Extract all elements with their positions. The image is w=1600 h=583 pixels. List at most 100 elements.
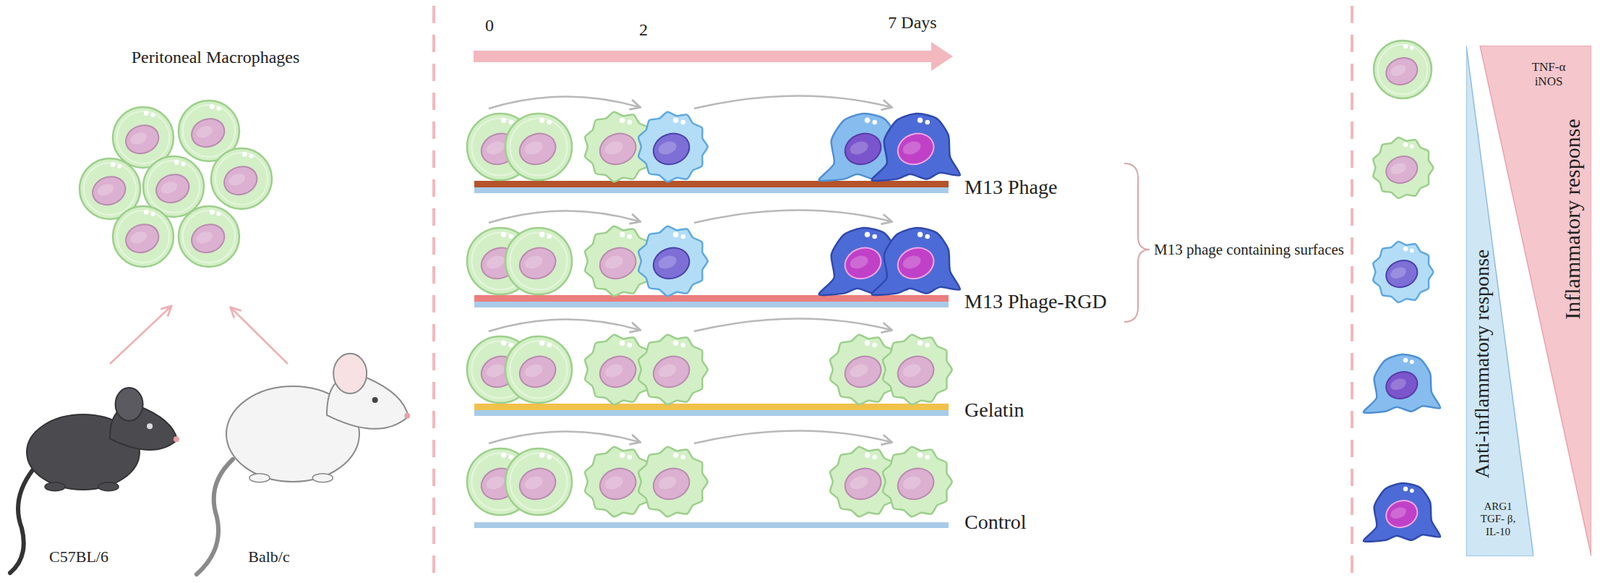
row-label: M13 Phage bbox=[964, 175, 1058, 199]
cell-granule bbox=[681, 342, 686, 348]
cell-body bbox=[1372, 241, 1433, 303]
cell-nucleus bbox=[1382, 367, 1422, 403]
mouse-foot bbox=[249, 473, 270, 483]
cell-granule bbox=[174, 159, 180, 165]
cell-body bbox=[871, 113, 961, 181]
cell-granule bbox=[508, 454, 514, 460]
cell-body bbox=[505, 227, 572, 295]
cell-granule bbox=[242, 151, 248, 157]
cell-granule bbox=[619, 452, 625, 458]
macrophage-cell bbox=[211, 148, 272, 209]
cell-granule bbox=[539, 117, 545, 123]
cell-nucleus-shine bbox=[194, 123, 215, 140]
cell-granule bbox=[627, 120, 632, 125]
cell-granule bbox=[181, 161, 186, 167]
cell-rim bbox=[117, 210, 170, 263]
cell-granule bbox=[209, 104, 215, 110]
axis-label: Anti-inflammatory response bbox=[1472, 249, 1493, 478]
cell-nucleus-shine bbox=[522, 253, 545, 271]
marker-text: ARG1 TGF- β, IL-10 bbox=[1474, 500, 1522, 538]
macrophage-cell bbox=[871, 113, 961, 181]
cell-nucleus bbox=[88, 172, 130, 209]
cell-rim bbox=[215, 152, 268, 205]
cell-nucleus bbox=[649, 242, 695, 284]
cell-granule bbox=[627, 342, 632, 348]
cell-nucleus bbox=[840, 128, 886, 170]
cell-nucleus-shine bbox=[848, 473, 870, 491]
cell-granule bbox=[917, 452, 923, 458]
cell-nucleus-shine bbox=[602, 253, 625, 271]
cell-nucleus-shine bbox=[602, 473, 625, 491]
cell-nucleus-shine bbox=[522, 361, 545, 379]
macrophage-cell bbox=[638, 226, 708, 297]
cell-body bbox=[882, 446, 953, 517]
strain-label: C57BL/6 bbox=[49, 547, 109, 566]
cell-nucleus-shine bbox=[900, 138, 923, 157]
macrophage-cell bbox=[112, 206, 174, 267]
cell-nucleus-shine bbox=[522, 473, 545, 491]
cell-granule bbox=[925, 234, 930, 239]
cell-granule bbox=[673, 232, 679, 238]
cell-granule bbox=[1409, 248, 1415, 254]
cell-nucleus bbox=[515, 351, 561, 392]
macrophage-cell bbox=[638, 334, 708, 405]
cell-nucleus-shine bbox=[1388, 265, 1408, 281]
cell-granule bbox=[673, 452, 679, 458]
cell-nucleus-shine bbox=[848, 138, 870, 157]
source-arrow bbox=[231, 307, 288, 364]
cell-rim bbox=[182, 210, 235, 263]
macrophage-cell bbox=[638, 112, 708, 183]
transition-arrow bbox=[488, 210, 640, 223]
cell-nucleus bbox=[893, 351, 939, 392]
cell-nucleus-shine bbox=[159, 179, 179, 196]
cell-body bbox=[882, 334, 953, 405]
cell-nucleus-shine bbox=[900, 473, 923, 491]
cell-body bbox=[211, 148, 272, 209]
cell-granule bbox=[627, 234, 632, 239]
cell-nucleus-shine bbox=[1388, 376, 1408, 392]
cell-granule bbox=[681, 120, 686, 125]
cell-rim bbox=[509, 117, 567, 175]
cell-granule bbox=[864, 452, 870, 458]
cell-nucleus-shine bbox=[522, 138, 545, 157]
cell-nucleus-shine bbox=[128, 229, 149, 246]
cell-nucleus bbox=[649, 351, 695, 392]
cell-rim bbox=[83, 162, 136, 215]
cell-nucleus bbox=[595, 463, 641, 504]
cell-nucleus bbox=[1382, 53, 1422, 89]
cell-nucleus-shine bbox=[484, 253, 507, 271]
cell-granule bbox=[1403, 142, 1408, 147]
mouse-ear bbox=[115, 387, 144, 421]
cell-nucleus bbox=[122, 219, 163, 257]
cell-granule bbox=[872, 342, 877, 348]
macrophage-cell bbox=[1372, 241, 1433, 303]
cell-nucleus bbox=[595, 242, 641, 284]
cell-nucleus bbox=[515, 128, 561, 170]
cell-granule bbox=[249, 153, 254, 159]
cell-granule bbox=[547, 234, 552, 239]
cell-rim bbox=[147, 160, 200, 213]
cell-rim bbox=[1378, 44, 1428, 95]
cell-body bbox=[638, 226, 708, 297]
timeline-head bbox=[931, 41, 953, 71]
cell-granule bbox=[151, 211, 156, 217]
cell-nucleus-shine bbox=[656, 138, 679, 157]
cell-nucleus-shine bbox=[848, 253, 870, 271]
cell-granule bbox=[872, 234, 877, 239]
cell-nucleus bbox=[1382, 495, 1422, 532]
cell-rim bbox=[509, 232, 567, 290]
cell-granule bbox=[925, 342, 930, 348]
row-label: Control bbox=[964, 510, 1027, 534]
cell-granule bbox=[501, 232, 507, 238]
cell-granule bbox=[216, 211, 222, 217]
cell-nucleus bbox=[152, 169, 194, 207]
mouse-tail bbox=[10, 469, 33, 573]
bracket bbox=[1124, 163, 1150, 322]
cell-nucleus bbox=[220, 161, 262, 199]
time-label: 7 Days bbox=[887, 13, 937, 34]
cell-nucleus-shine bbox=[656, 361, 679, 379]
cell-rim bbox=[117, 111, 170, 164]
cell-granule bbox=[501, 340, 507, 346]
cell-body bbox=[638, 334, 708, 405]
